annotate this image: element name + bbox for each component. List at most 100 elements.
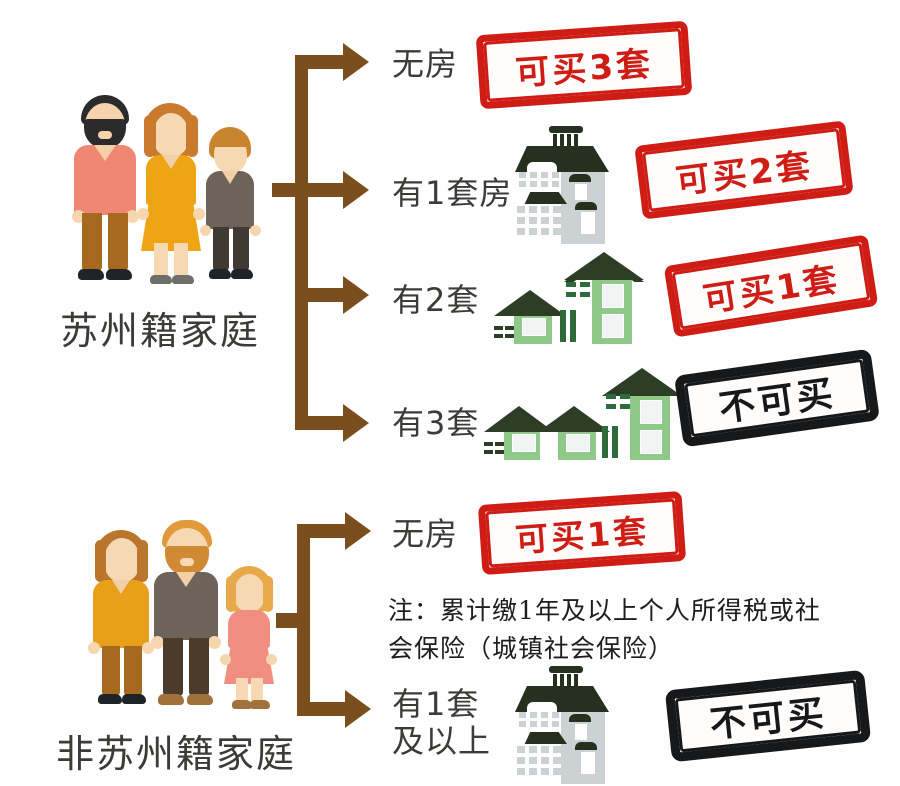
accent-dash [606, 394, 616, 399]
arrow-shaft-row2 [300, 183, 344, 197]
arrow-head-row2 [343, 171, 369, 209]
row-label-one-house: 有1套房 [392, 174, 513, 212]
shoe-left [78, 269, 104, 280]
house-icon-green-pair [492, 252, 652, 344]
arrow-head-row5 [345, 512, 371, 550]
window [552, 712, 559, 718]
row-label-three-houses: 有3套 [392, 404, 480, 442]
vent [560, 674, 564, 686]
stamp-label: 可买2套 [673, 145, 816, 202]
family-member-mother [88, 530, 158, 710]
leg-left [102, 646, 120, 696]
window-grid-upper [519, 712, 559, 730]
mouth [180, 558, 194, 566]
roof-lower [524, 192, 567, 204]
house-icon-green-triple [482, 368, 682, 460]
accent-dash [620, 394, 630, 399]
window [553, 768, 561, 775]
accent-dash [495, 450, 504, 454]
leg-right [174, 243, 188, 279]
window [541, 217, 549, 224]
small-house-roof [494, 290, 566, 316]
window [541, 228, 549, 235]
middle-window [566, 434, 590, 452]
leg-left [163, 638, 183, 696]
window [530, 721, 537, 727]
arrow-shaft-row3 [300, 288, 344, 302]
tall-window-upper [640, 400, 662, 424]
row-label-two-houses: 有2套 [392, 281, 480, 319]
accent-dash [620, 404, 630, 409]
head [234, 574, 265, 612]
stamp-can-buy-1: 可买1套 [663, 234, 879, 338]
shoe-left [98, 694, 122, 704]
shoe-left [150, 275, 172, 284]
window [541, 746, 549, 753]
family-label-suzhou: 苏州籍家庭 [60, 309, 261, 353]
hair-side-left [95, 540, 106, 582]
arrow-head-row4 [343, 404, 369, 442]
stamp-inner-border: 不可买 [674, 679, 862, 753]
head [153, 113, 189, 157]
stamp-label: 可买1套 [700, 258, 843, 320]
hair-side-right [186, 115, 198, 157]
accent-dash [580, 282, 590, 287]
arrow-shaft-row4 [300, 416, 344, 430]
stamp-can-buy-1-non-suzhou: 可买1套 [477, 490, 687, 576]
hair-side-right [263, 576, 273, 612]
roof-main [515, 146, 609, 172]
hair-side-right [137, 540, 148, 582]
window [553, 757, 561, 764]
window [517, 217, 525, 224]
leg-right [233, 227, 249, 271]
leg-left [154, 243, 168, 279]
shoe-right [106, 269, 132, 280]
leg-right [251, 678, 263, 704]
stamp-inner-border: 可买1套 [671, 242, 871, 330]
stamp-inner-border: 可买2套 [642, 128, 846, 212]
leg-left [213, 227, 229, 271]
chimney [549, 126, 583, 133]
row-label-one-plus-line2: 及以上 [392, 721, 492, 760]
window [529, 746, 537, 753]
stamp-inner-border: 可买1套 [485, 498, 679, 568]
window [517, 757, 525, 764]
family-member-child [200, 127, 262, 285]
bracket-stem-group1 [295, 55, 308, 430]
dress-skirt [141, 199, 201, 251]
arrow-shaft-row5 [302, 524, 346, 538]
stamp-label: 不可买 [716, 373, 839, 430]
policy-note: 注：累计缴1年及以上个人所得税或社 会保险（城镇社会保险） [388, 596, 821, 663]
stamp-can-buy-3: 可买3套 [475, 20, 693, 110]
family-illustration-suzhou [70, 95, 270, 285]
stamp-label: 可买1套 [513, 511, 651, 560]
row-label-one-plus: 有1套 及以上 [392, 686, 491, 760]
chimney-vents [553, 134, 579, 146]
window [541, 721, 548, 727]
family-illustration-non-suzhou [88, 520, 288, 710]
arrow-shaft-row6 [302, 702, 346, 716]
accent-dash [505, 334, 514, 338]
middle-house-roof [538, 406, 610, 432]
stamp-label: 可买3套 [514, 43, 655, 94]
window-right-lower [581, 212, 595, 234]
house-icon-gray-2 [505, 666, 615, 784]
accent-dash [566, 292, 576, 297]
window [529, 217, 537, 224]
window [517, 768, 525, 775]
dress-skirt [224, 644, 274, 684]
shoe-right [122, 694, 146, 704]
window [519, 172, 526, 178]
chimney-vents [553, 674, 579, 686]
window-grid-upper [519, 172, 559, 190]
hair-side-left [226, 576, 236, 612]
tall-house-roof [602, 368, 682, 396]
shoe-right [250, 700, 270, 709]
shoe-right [231, 269, 253, 279]
window-right-upper [575, 184, 587, 200]
window [552, 181, 559, 187]
arrow-shaft-row1 [300, 55, 344, 69]
vent [574, 674, 578, 686]
stamp-label: 不可买 [708, 692, 829, 746]
hand-right [126, 210, 139, 223]
